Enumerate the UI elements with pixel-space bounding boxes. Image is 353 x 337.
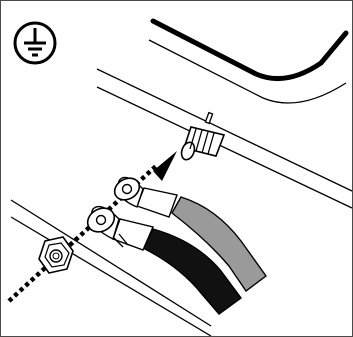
dark-wire: [86, 205, 242, 315]
rail-lower-1: [10, 199, 212, 327]
hex-nut-icon: [38, 236, 74, 274]
ground-symbol-icon: [13, 21, 57, 65]
panel-edge-thin: [148, 39, 347, 104]
chassis-panel: [10, 18, 352, 336]
light-wire: [113, 176, 267, 292]
grounding-stud-icon: [180, 111, 226, 161]
light-terminal-crimp: [136, 187, 178, 218]
arrow-head-icon: [153, 151, 177, 181]
ring-terminal-light-icon: [113, 176, 144, 208]
rail-lower-2: [10, 216, 212, 336]
rail-upper-1: [96, 68, 352, 192]
ring-terminal-dark-icon: [86, 205, 129, 248]
panel-edge-thick: [150, 18, 349, 82]
rail-upper-2: [96, 86, 352, 209]
